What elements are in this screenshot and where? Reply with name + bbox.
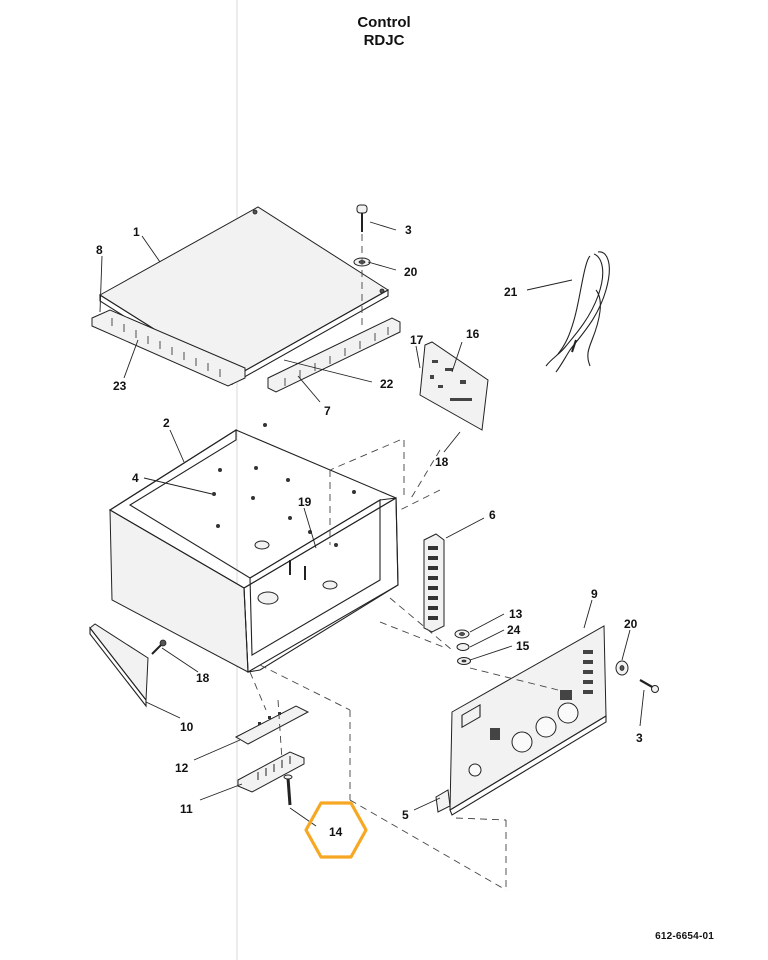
part-flat-washer[interactable]	[457, 657, 471, 665]
part-screw-top[interactable]	[356, 204, 368, 232]
callout-14[interactable]: 14	[329, 825, 343, 839]
callout-22[interactable]: 22	[380, 377, 394, 391]
diagram-subtitle: RDJC	[363, 32, 405, 49]
part-terminal-block[interactable]	[237, 751, 305, 793]
part-gasket-side[interactable]	[267, 317, 401, 393]
part-gasket-front[interactable]	[91, 309, 246, 387]
callout-19[interactable]: 19	[298, 495, 312, 509]
callout-9[interactable]: 9	[591, 587, 598, 601]
callout-12[interactable]: 12	[175, 761, 189, 775]
callout-20-panel[interactable]: 20	[624, 617, 638, 631]
callout-16[interactable]: 16	[466, 327, 480, 341]
callout-23[interactable]: 23	[113, 379, 127, 393]
part-front-panel[interactable]	[449, 625, 607, 816]
part-screw-plate[interactable]	[151, 639, 167, 655]
callout-20-top[interactable]: 20	[404, 265, 418, 279]
callout-3-panel[interactable]: 3	[636, 731, 643, 745]
callout-4[interactable]: 4	[132, 471, 139, 485]
callout-18-plate[interactable]: 18	[196, 671, 210, 685]
callout-1[interactable]: 1	[133, 225, 140, 239]
callout-8[interactable]: 8	[96, 243, 103, 257]
part-terminal-strip[interactable]	[423, 533, 445, 633]
callout-3-top[interactable]: 3	[405, 223, 412, 237]
part-washer-panel[interactable]	[615, 660, 629, 676]
callout-18-board[interactable]: 18	[435, 455, 449, 469]
part-bracket-lower[interactable]	[234, 705, 310, 745]
diagram-title: Control	[357, 14, 411, 31]
part-side-plate[interactable]	[89, 623, 149, 708]
callout-11[interactable]: 11	[180, 802, 193, 816]
part-wire-harness[interactable]	[545, 251, 610, 373]
callout-labels: 1 2 3 3 4 5 6 7 8 9 10 11 12 13 14 15 16…	[96, 223, 643, 839]
part-lock-washer[interactable]	[456, 643, 470, 651]
callout-17[interactable]: 17	[410, 333, 424, 347]
highlight-hexagon	[304, 801, 368, 859]
callout-2[interactable]: 2	[163, 416, 170, 430]
callout-13[interactable]: 13	[509, 607, 523, 621]
callout-15[interactable]: 15	[516, 639, 530, 653]
leader-lines	[99, 221, 645, 827]
part-chassis[interactable]	[108, 423, 399, 673]
document-number: 612-6654-01	[655, 931, 714, 942]
part-stud[interactable]	[283, 774, 293, 806]
part-panel-bracket[interactable]	[435, 789, 451, 813]
part-screw-panel[interactable]	[639, 679, 659, 693]
assembly-lines	[249, 234, 559, 891]
part-circuit-board[interactable]	[419, 341, 489, 431]
part-nut[interactable]	[454, 629, 470, 639]
callout-24[interactable]: 24	[507, 623, 521, 637]
callout-6[interactable]: 6	[489, 508, 496, 522]
callout-10[interactable]: 10	[180, 720, 194, 734]
callout-5[interactable]: 5	[402, 808, 409, 822]
callout-7[interactable]: 7	[324, 404, 331, 418]
callout-21[interactable]: 21	[504, 285, 518, 299]
